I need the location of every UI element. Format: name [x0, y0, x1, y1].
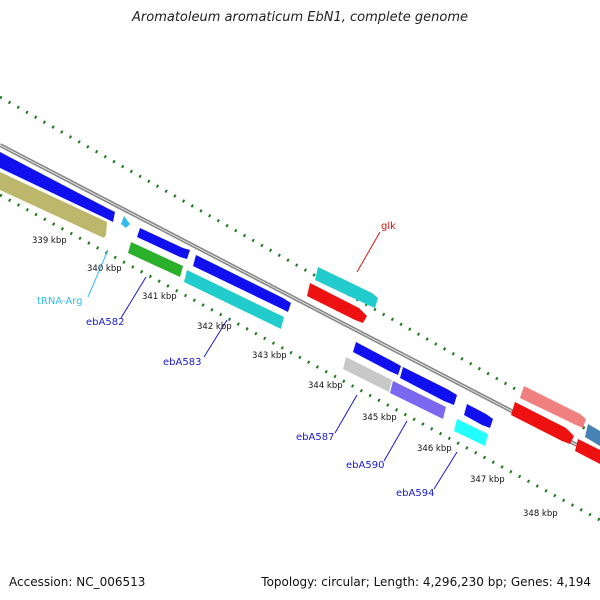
gene-feature-red-glk[interactable]: [307, 283, 367, 323]
callout-line-ebA583: [203, 319, 228, 358]
gene-feature-blue-5[interactable]: [400, 367, 457, 405]
tick-label-339: 339 kbp: [32, 236, 67, 246]
callout-line-ebA582: [120, 276, 147, 319]
gene-feature-olive[interactable]: [0, 172, 107, 238]
genes-label: Genes:: [510, 575, 553, 589]
tick-label-342: 342 kbp: [197, 322, 232, 332]
gene-label-trna-arg: tRNA-Arg: [37, 296, 82, 307]
callout-line-glk: [356, 231, 381, 273]
callout-line-ebA587: [334, 394, 358, 434]
length-value: 4,296,230 bp: [422, 575, 503, 589]
topology-value: circular: [321, 575, 366, 589]
gene-feature-green[interactable]: [128, 242, 183, 277]
genes-value: 4,194: [556, 575, 591, 589]
gene-feature-steel[interactable]: [585, 424, 600, 446]
tick-label-347: 347 kbp: [470, 475, 505, 485]
backbone-line-inner: [0, 144, 600, 458]
tick-label-345: 345 kbp: [362, 413, 397, 423]
tick-label-348: 348 kbp: [523, 509, 558, 519]
callout-line-ebA594: [433, 451, 458, 490]
length-label: Length:: [373, 575, 420, 589]
gene-feature-red-2[interactable]: [511, 402, 574, 444]
gc-dots-inner: [0, 193, 600, 522]
gene-label-ebA583: ebA583: [163, 357, 201, 368]
gene-feature-pink[interactable]: [520, 386, 586, 428]
gene-feature-red-3[interactable]: [575, 439, 600, 464]
gene-feature-blue-3[interactable]: [193, 255, 291, 312]
gene-feature-silver[interactable]: [343, 357, 392, 392]
tick-label-344: 344 kbp: [308, 381, 343, 391]
gene-feature-cyan-glk[interactable]: [315, 267, 378, 308]
callout-line-ebA590: [383, 420, 408, 462]
accession-value: NC_006513: [76, 575, 146, 589]
gene-feature-blue-6[interactable]: [464, 404, 493, 428]
map-title: Aromatoleum aromaticum EbN1, complete ge…: [132, 10, 468, 25]
topology-label: Topology:: [261, 575, 318, 589]
gene-feature-blue-1[interactable]: [0, 152, 115, 222]
gene-label-ebA587: ebA587: [296, 432, 334, 443]
accession-label: Accession:: [9, 575, 73, 589]
gene-feature-blue-4[interactable]: [353, 342, 401, 375]
accession-info: Accession: NC_006513: [9, 575, 145, 589]
genome-stats: Topology: circular; Length: 4,296,230 bp…: [261, 575, 591, 589]
gene-label-glk: glk: [381, 221, 396, 232]
gene-feature-blue-2[interactable]: [137, 228, 190, 259]
tick-label-346: 346 kbp: [417, 444, 452, 454]
callout-line-trna: [87, 249, 109, 298]
gene-feature-slate[interactable]: [390, 381, 446, 419]
tick-label-341: 341 kbp: [142, 292, 177, 302]
gene-feature-cyan-ebA583[interactable]: [184, 270, 284, 329]
tick-label-343: 343 kbp: [252, 351, 287, 361]
tick-label-340: 340 kbp: [87, 264, 122, 274]
gene-label-ebA590: ebA590: [346, 460, 384, 471]
gene-feature-cyan-ebA594[interactable]: [454, 419, 488, 446]
gene-label-ebA582: ebA582: [86, 317, 124, 328]
gene-label-ebA594: ebA594: [396, 488, 434, 499]
trna-arg-feature[interactable]: [121, 216, 130, 228]
